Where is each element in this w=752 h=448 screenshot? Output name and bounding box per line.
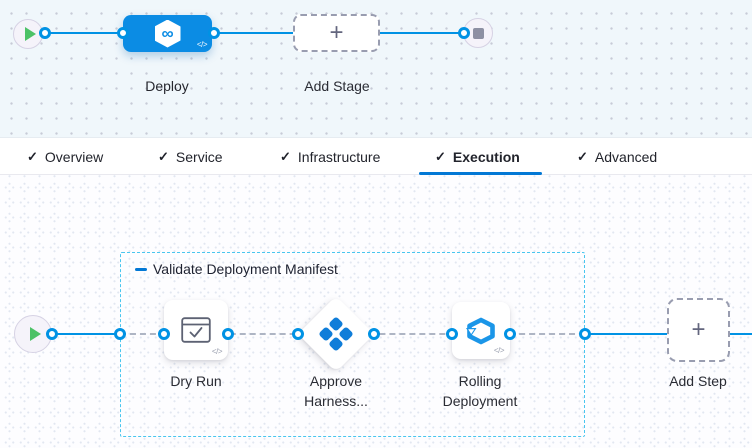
tab-execution[interactable]: ✓ Execution [435, 138, 520, 175]
add-stage-label: Add Stage [304, 78, 370, 94]
step-card-approve-harness[interactable] [297, 295, 375, 373]
link-node [114, 328, 126, 340]
active-tab-underline [419, 172, 542, 175]
stage-config-tab-bar: ✓ Overview ✓ Service ✓ Infrastructure ✓ … [0, 137, 752, 175]
link-node [39, 27, 51, 39]
stage-label-deploy: Deploy [145, 78, 189, 94]
tab-label: Service [175, 148, 223, 165]
tab-infrastructure[interactable]: ✓ Infrastructure [280, 138, 380, 175]
exec-connector-line [52, 333, 120, 335]
step-card-rolling-deployment[interactable]: </> [452, 302, 510, 359]
step-label-rolling-deployment: Rolling Deployment [442, 373, 518, 410]
link-node [292, 328, 304, 340]
execution-start-node [14, 315, 52, 353]
rolling-deployment-hexagon-icon [466, 317, 495, 344]
step-label-dry-run: Dry Run [170, 373, 222, 389]
link-node [222, 328, 234, 340]
exec-connector-line [585, 333, 667, 335]
pipeline-start-node [13, 19, 43, 49]
add-step-label: Add Step [669, 373, 727, 389]
stop-icon [472, 27, 484, 39]
tab-label: Advanced [594, 148, 658, 165]
play-icon [24, 27, 36, 41]
link-node [446, 328, 458, 340]
step-group-validate-deployment-manifest[interactable]: Validate Deployment Manifest [120, 252, 585, 437]
plus-icon: + [691, 316, 706, 343]
link-node [504, 328, 516, 340]
play-icon [29, 327, 41, 341]
harness-cd-icon: ∞ [154, 19, 181, 48]
step-card-dry-run[interactable]: </> [164, 300, 228, 360]
execution-graph-canvas[interactable]: Validate Deployment Manifest </> Dry Run [0, 175, 752, 448]
link-node [579, 328, 591, 340]
add-stage-button[interactable]: + [293, 14, 380, 52]
link-node [368, 328, 380, 340]
check-icon: ✓ [577, 148, 588, 164]
code-yaml-icon: </> [196, 40, 208, 49]
link-node [158, 328, 170, 340]
stage-card-deploy[interactable]: ∞ </> [123, 15, 212, 52]
step-label-approve-harness: Approve Harness... [304, 373, 368, 410]
check-icon: ✓ [435, 148, 446, 164]
harness-approval-diamonds-icon [319, 317, 353, 351]
link-node [458, 27, 470, 39]
stage-graph-canvas[interactable]: ∞ </> Deploy + Add Stage [0, 0, 752, 137]
code-yaml-icon: </> [493, 346, 505, 355]
plus-icon: + [329, 19, 344, 46]
link-node [208, 27, 220, 39]
tab-label: Infrastructure [297, 148, 381, 165]
code-yaml-icon: </> [211, 347, 223, 356]
add-step-button[interactable]: + [667, 298, 730, 362]
infinity-glyph: ∞ [161, 24, 174, 43]
tab-label: Execution [452, 148, 520, 165]
stage-connector-line [45, 32, 464, 34]
tab-label: Overview [44, 148, 104, 165]
exec-connector-line [730, 333, 752, 335]
step-group-title: Validate Deployment Manifest [153, 261, 338, 277]
minus-collapse-icon[interactable] [135, 267, 147, 271]
tab-advanced[interactable]: ✓ Advanced [577, 138, 657, 175]
check-icon: ✓ [158, 148, 169, 164]
tab-service[interactable]: ✓ Service [158, 138, 223, 175]
tab-overview[interactable]: ✓ Overview [27, 138, 103, 175]
link-node [46, 328, 58, 340]
check-icon: ✓ [280, 148, 291, 164]
step-group-header: Validate Deployment Manifest [135, 261, 338, 277]
dry-run-check-icon [181, 317, 211, 343]
link-node [117, 27, 129, 39]
check-icon: ✓ [27, 148, 38, 164]
